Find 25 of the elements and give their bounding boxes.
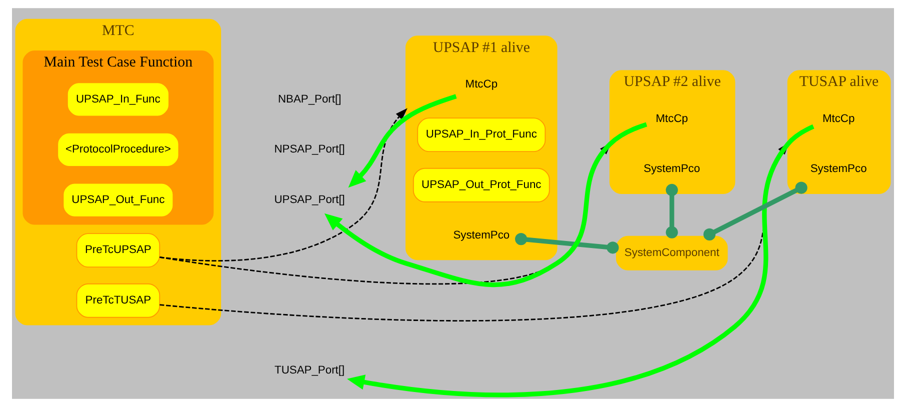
- node-box: PreTcTUSAP: [76, 283, 160, 318]
- node-box: PreTcUPSAP: [76, 233, 160, 268]
- node-box: UPSAP_In_Func: [66, 82, 169, 117]
- connector: [514, 233, 618, 254]
- node-text: MtcCp: [822, 112, 854, 125]
- node-box: <ProtocolProcedure>: [56, 132, 179, 167]
- arrow: [348, 94, 456, 188]
- node-text: UPSAP_Port[]: [274, 194, 344, 206]
- node-box: SystemComponent: [616, 236, 728, 270]
- node-text: SystemPco: [452, 229, 510, 242]
- node-box: UPSAP_Out_Func: [62, 182, 174, 218]
- arrow: [346, 124, 814, 398]
- node-text: NBAP_Port[]: [277, 93, 341, 106]
- node-box: UPSAP_Out_Prot_Func: [412, 168, 550, 202]
- connector: [665, 184, 678, 238]
- arrow: [159, 108, 407, 262]
- arrow: [324, 122, 647, 287]
- node-text: TUSAP_Port[]: [274, 364, 344, 376]
- node-text: SystemPco: [643, 163, 700, 176]
- node-box: UPSAP_In_Prot_Func: [416, 118, 546, 152]
- node-text: NPSAP_Port[]: [274, 144, 344, 156]
- node-text: SystemPco: [810, 163, 866, 176]
- node-text: MtcCp: [655, 112, 688, 125]
- node-text: MtcCp: [464, 78, 498, 90]
- connector: [702, 182, 807, 241]
